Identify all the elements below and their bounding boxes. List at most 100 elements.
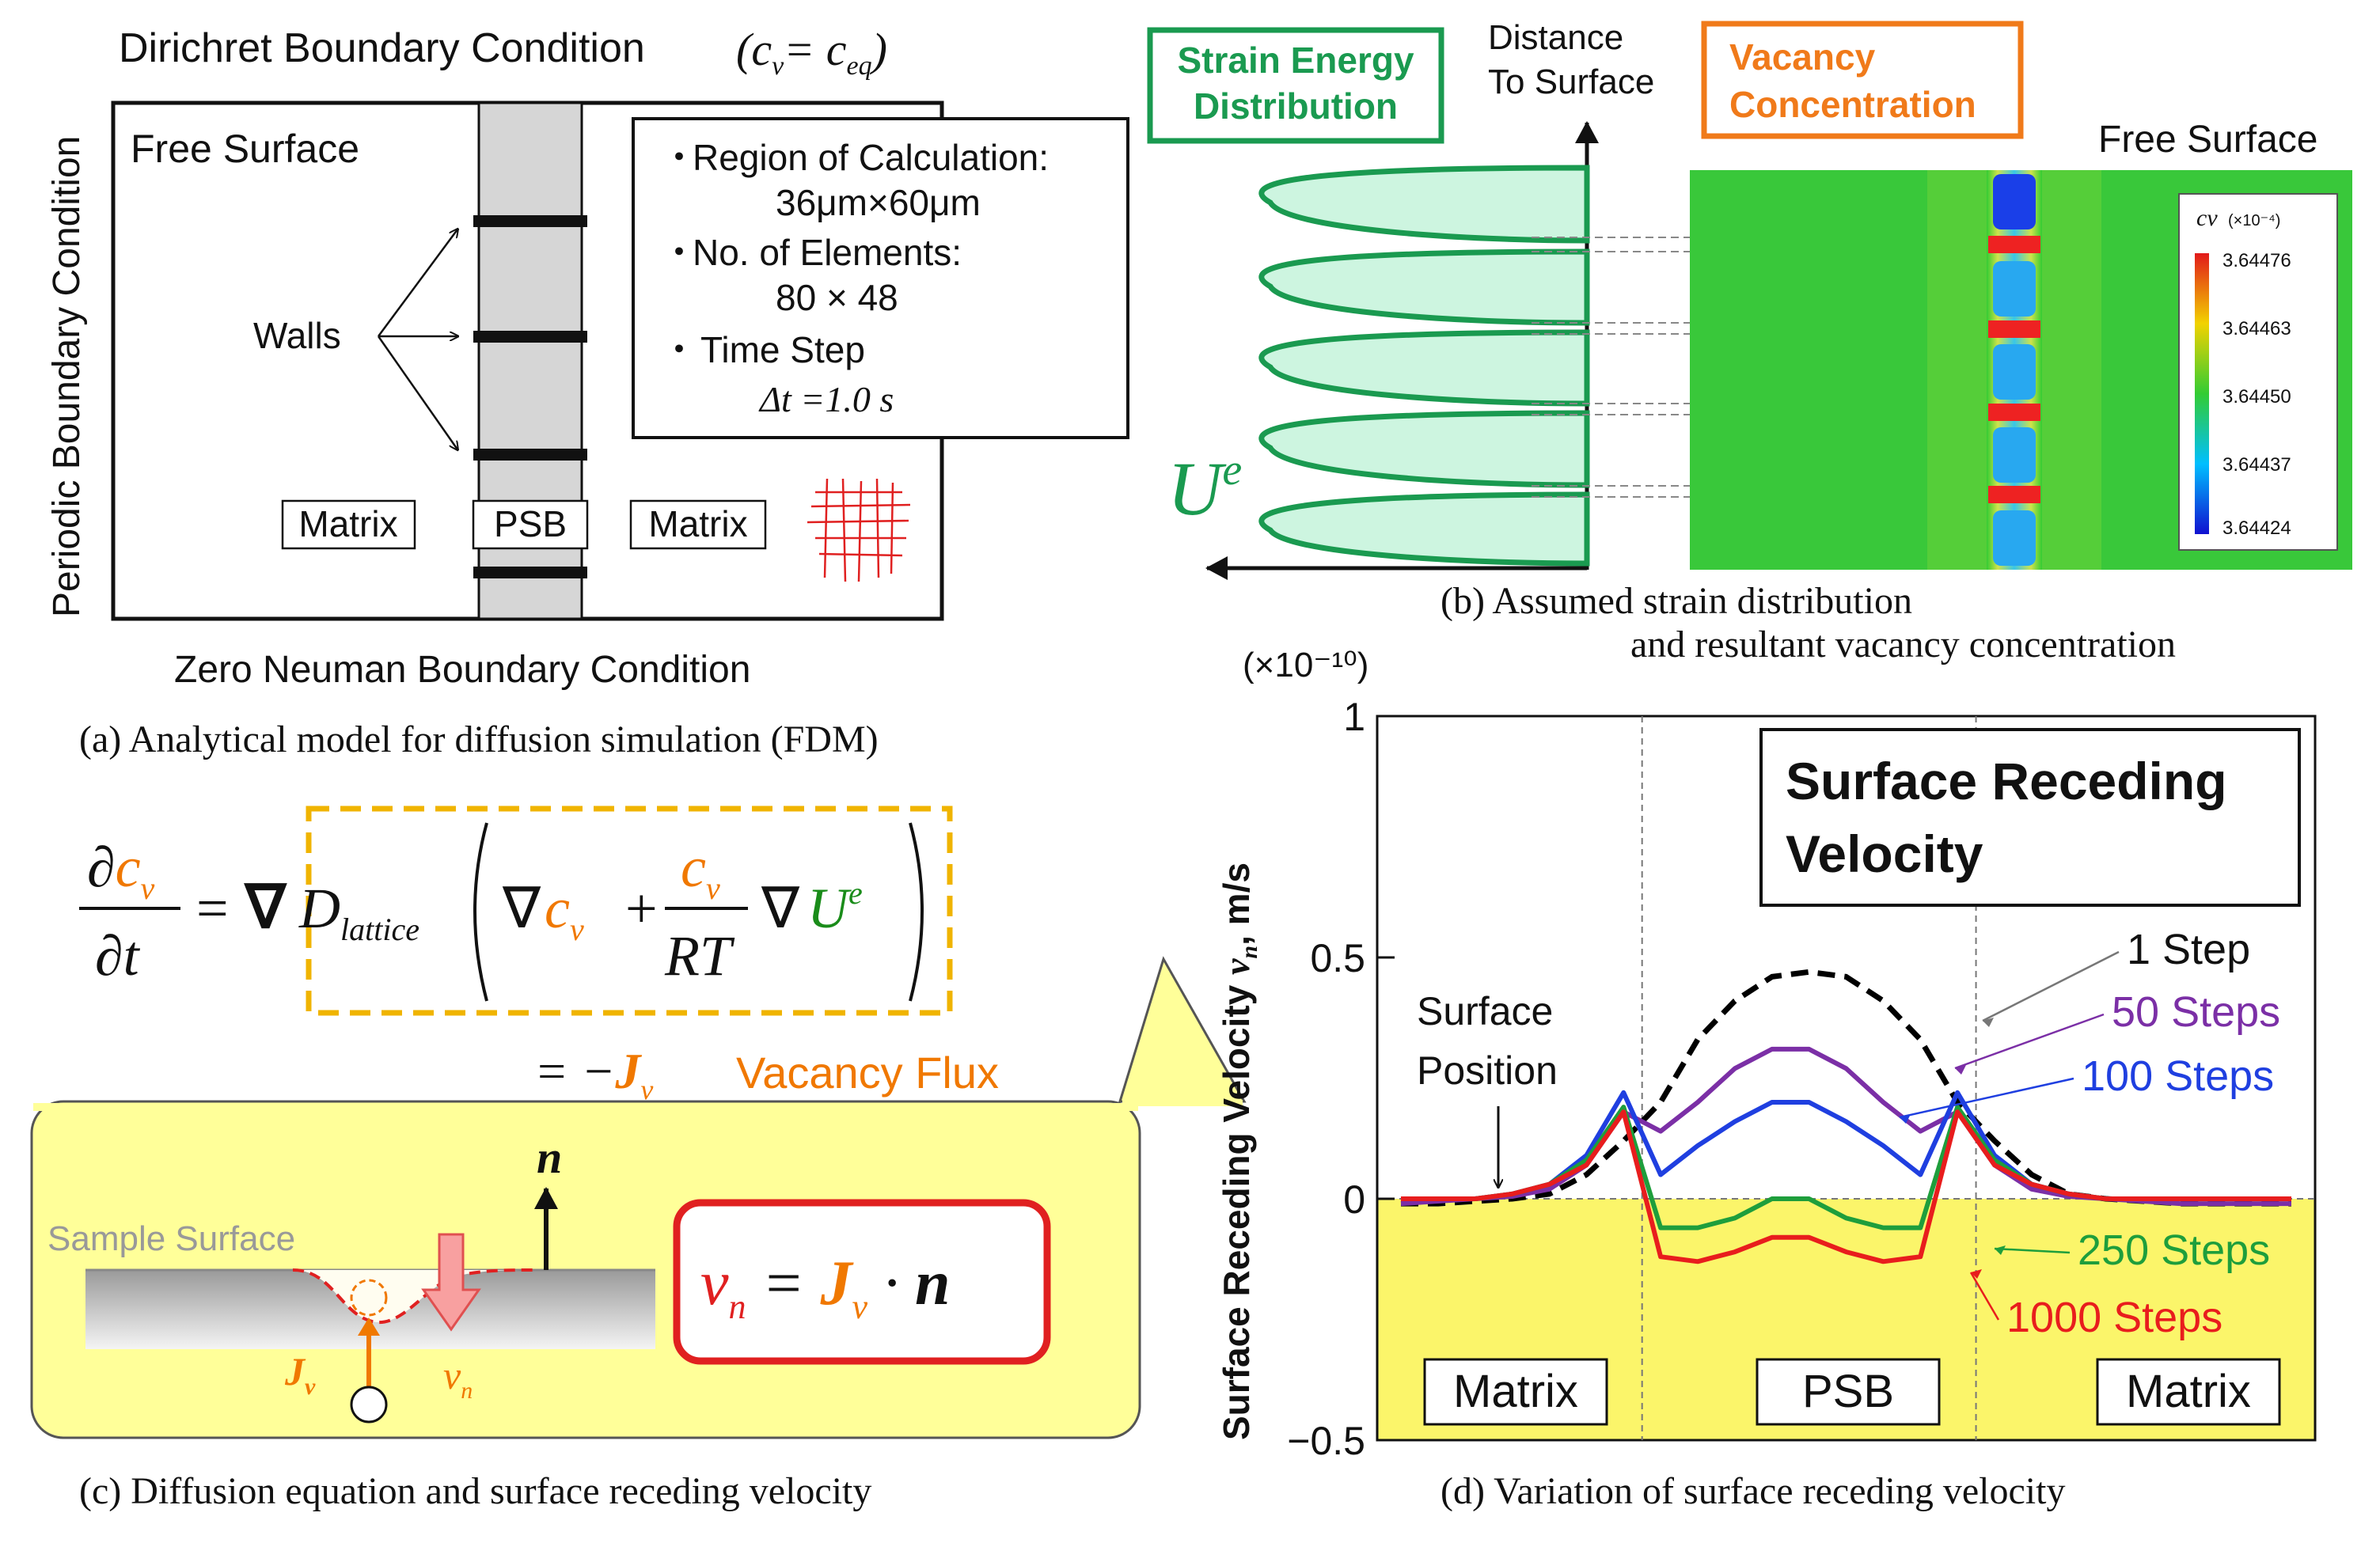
panel-c: ∂cv ∂t = ∇ Dlattice ∇ cv + cv RT ∇ Ue = … [30, 806, 1247, 1512]
svg-text:∇: ∇ [244, 874, 287, 941]
legend-leader-0 [1982, 950, 2120, 1022]
chart-title-box [1759, 728, 2301, 907]
legend-leader-4 [1969, 1272, 2000, 1321]
dirichlet-bc-equation: (cv= ceq) [736, 24, 887, 81]
series-line-2 [1401, 1090, 2291, 1201]
wall-arrows [377, 229, 457, 449]
caption-c: (c) Diffusion equation and surface reced… [79, 1470, 871, 1512]
distance-label-1: Distance [1488, 18, 1623, 57]
svg-text:cv: cv [681, 836, 720, 906]
caption-b-line-2: and resultant vacancy concentration [1630, 624, 2176, 665]
sample-surface-label: Sample Surface [47, 1219, 295, 1258]
surface-dip [292, 1268, 539, 1325]
legend-arrowhead-3 [1995, 1245, 2006, 1255]
dirichlet-bc-label: Dirichret Boundary Condition [119, 25, 645, 71]
n-label: n [537, 1132, 562, 1183]
neumann-bc-label: Zero Neuman Boundary Condition [174, 649, 750, 691]
region-label-2: Matrix [2126, 1366, 2251, 1417]
series-line-4 [1401, 1109, 2291, 1264]
legend-label-1: 50 Steps [2112, 988, 2280, 1036]
info-line-5: Time Step [700, 329, 865, 370]
plot-area: 1 0.5 0 −0.5 1 Step 50 Steps 100 Steps 250 Step… [1287, 695, 2317, 1463]
flux-dashed-box [306, 806, 953, 1016]
legend-label-3: 250 Steps [2078, 1226, 2270, 1274]
colorbar-tick-0: 3.64476 [2222, 250, 2291, 271]
panel-d: (×10⁻¹⁰) Surface Receding Velocity vn, m… [1216, 646, 2317, 1512]
surface-position-line-1: Surface [1417, 989, 1553, 1033]
region-label-0: Matrix [1453, 1366, 1578, 1417]
legend-leader-3 [1994, 1247, 2071, 1254]
periodic-bc-label: Periodic Boundary Condition [46, 136, 88, 617]
legend-arrowhead-4 [1971, 1269, 1982, 1279]
svg-text:cv: cv [545, 877, 584, 947]
strain-energy-line-1: Strain Energy [1177, 40, 1414, 81]
vacancy-concentration-box [1701, 21, 2024, 139]
chart-title-line-1: Surface Receding [1786, 752, 2227, 810]
info-bullet-2: ・ [661, 232, 697, 273]
psb-label-a: PSB [494, 503, 567, 544]
distance-label-2: To Surface [1488, 63, 1654, 101]
svg-text:RT: RT [664, 924, 735, 988]
y-tick-label-3: −0.5 [1287, 1419, 1365, 1463]
plot-frame [1376, 715, 2317, 1442]
info-line-1: Region of Calculation: [693, 137, 1049, 178]
strain-energy-line-2: Distribution [1194, 85, 1398, 127]
caption-a: (a) Analytical model for diffusion simul… [79, 718, 879, 760]
free-surface-label-a: Free Surface [131, 127, 359, 171]
y-tick-label-0: 1 [1343, 695, 1365, 739]
wall-bars [473, 215, 587, 578]
surface-position-line-2: Position [1417, 1048, 1558, 1093]
info-bullet-3: ・ [661, 329, 697, 370]
svg-text:∂cv: ∂cv [87, 836, 155, 906]
caption-d: (d) Variation of surface receding veloci… [1441, 1470, 2065, 1512]
region-box-1 [1756, 1358, 1941, 1426]
colorbar-tick-2: 3.64450 [2222, 386, 2291, 408]
legend-leader-1 [1954, 1013, 2105, 1070]
svg-text:∇: ∇ [761, 877, 800, 940]
legend-label-4: 1000 Steps [2006, 1294, 2222, 1341]
y-tick-label-2: 0 [1343, 1177, 1365, 1222]
svg-text:∇: ∇ [502, 877, 541, 940]
strain-energy-box [1147, 27, 1444, 144]
y-tick-label-1: 0.5 [1310, 936, 1365, 980]
legend-label-0: 1 Step [2127, 926, 2250, 973]
legend-arrowhead-1 [1955, 1065, 1966, 1075]
strain-energy-lobes [1258, 165, 1590, 567]
svg-text:+: + [625, 877, 658, 940]
colorbar-unit: (×10⁻⁴) [2228, 212, 2280, 229]
vacancy-line-1: Vacancy [1729, 36, 1876, 78]
vacancy-circle [350, 1386, 388, 1424]
region-box-0 [1423, 1358, 1608, 1426]
diffusion-equation: ∂cv ∂t = ∇ Dlattice ∇ cv + cv RT ∇ Ue [79, 822, 924, 1002]
info-line-6: Δt =1.0 s [758, 379, 894, 419]
y-axis-label: Surface Receding Velocity vn, m/s [1216, 862, 1262, 1440]
legend-label-2: 100 Steps [2082, 1052, 2274, 1100]
vn-equation: vn = Jv · n [700, 1249, 951, 1326]
mesh-icon [807, 478, 911, 582]
legend-leader-2 [1899, 1077, 2074, 1119]
panel-a: Dirichret Boundary Condition (cv= ceq) P… [46, 24, 1129, 760]
chart-title-line-2: Velocity [1786, 825, 1983, 883]
legend-arrowhead-0 [1983, 1018, 1994, 1027]
matrix-right-label: Matrix [648, 503, 747, 544]
matrix-left-label: Matrix [298, 503, 397, 544]
colorbar-title: cv [2196, 205, 2218, 231]
free-surface-label-b: Free Surface [2098, 119, 2317, 161]
ue-label: Ue [1167, 445, 1242, 531]
panel-b: Strain Energy Distribution Distance To S… [1147, 18, 2352, 665]
info-line-2: 36μm×60μm [776, 182, 981, 223]
vacancy-flux-label: Vacancy Flux [736, 1048, 999, 1098]
colorbar: cv (×10⁻⁴) 3.64476 3.64463 3.64450 3.644… [2178, 193, 2338, 551]
svg-text:∂t: ∂t [95, 924, 141, 988]
vn-arrow [421, 1233, 481, 1332]
vacancy-dashed-circle [350, 1279, 388, 1317]
vn-equation-box [673, 1199, 1051, 1365]
y-multiplier: (×10⁻¹⁰) [1243, 646, 1368, 684]
vacancy-line-2: Concentration [1729, 84, 1976, 125]
info-line-4: 80 × 48 [776, 277, 898, 318]
region-box-2 [2096, 1358, 2281, 1426]
info-line-3: No. of Elements: [693, 232, 962, 273]
legend-arrowhead-2 [1900, 1114, 1911, 1124]
svg-text:Dlattice: Dlattice [298, 877, 419, 947]
